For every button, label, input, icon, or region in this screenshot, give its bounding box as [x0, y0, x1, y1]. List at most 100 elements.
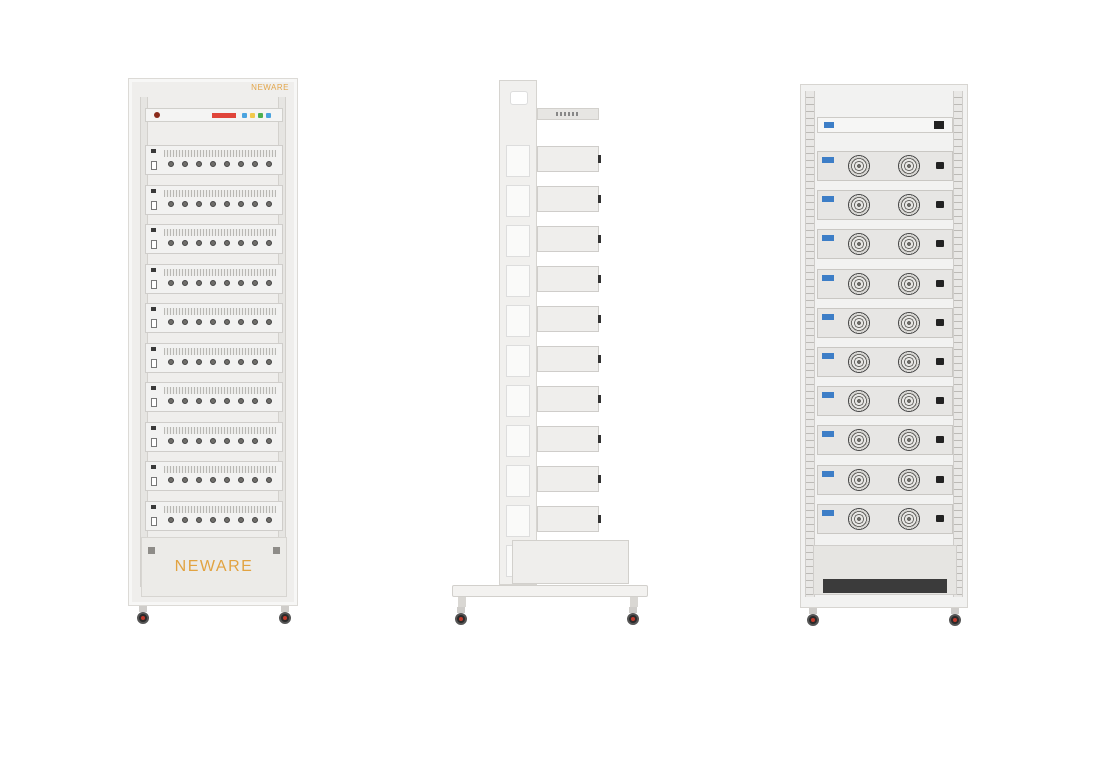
vent-grill: [164, 308, 276, 315]
base-vent: [823, 579, 947, 593]
channel-connector-icon: [224, 398, 230, 404]
vent-grill: [164, 189, 276, 197]
channel-connector-icon: [266, 200, 272, 207]
vent-grill: [164, 229, 276, 236]
cabinet-frame: NEWARE NEWARE: [128, 78, 298, 606]
frame-cutout: [506, 385, 530, 417]
channel-connector-icon: [182, 161, 188, 167]
charger-module-rear: [817, 386, 953, 417]
connector-icon: [822, 196, 834, 203]
fan-icon: [898, 468, 920, 491]
channel-connector-icon: [196, 240, 202, 246]
channel-connector-icon: [252, 398, 258, 404]
leg: [458, 597, 466, 607]
channel-connector-icon: [266, 161, 272, 167]
channel-connector-icon: [182, 437, 188, 444]
vent-grill: [164, 268, 276, 276]
red-display: [212, 113, 236, 118]
charger-module-rear: [817, 347, 953, 377]
control-panel: [145, 108, 283, 122]
charger-module-rear: [817, 307, 953, 338]
channel-connector-icon: [196, 437, 202, 444]
charger-module-rear: [817, 464, 953, 495]
charger-module: [145, 421, 283, 452]
charger-module-side: [537, 466, 601, 492]
channel-connector-icon: [210, 279, 216, 286]
channel-connector-icon: [266, 279, 272, 286]
caster-wheel-icon: [948, 608, 962, 628]
channel-connector-icon: [168, 200, 174, 207]
power-socket-icon: [936, 318, 944, 326]
connector-icon: [822, 392, 834, 399]
handle-slot: [510, 91, 528, 105]
channel-connector-icon: [210, 200, 216, 207]
charger-module-rear: [817, 268, 953, 299]
front-view-cabinet: NEWARE NEWARE: [128, 78, 298, 626]
frame-cutout: [506, 145, 530, 177]
fan-icon: [848, 507, 870, 530]
port-icon: [598, 395, 601, 403]
channel-connector-icon: [238, 279, 244, 286]
channel-connector-icon: [168, 358, 174, 365]
power-switch-icon: [151, 465, 156, 469]
channel-connector-icon: [238, 477, 244, 483]
channel-connector-icon: [266, 319, 272, 325]
charger-module: [145, 342, 283, 373]
fan-icon: [898, 311, 920, 334]
power-socket-icon: [936, 436, 944, 444]
vent-grill: [164, 347, 276, 355]
top-brand-label: NEWARE: [251, 83, 289, 92]
switch-icon: [151, 516, 157, 526]
charger-module: [145, 145, 283, 175]
channel-connector-icon: [252, 437, 258, 444]
rear-control-panel: [817, 117, 953, 133]
caster-wheel-icon: [806, 608, 820, 628]
base-box: [512, 540, 629, 584]
frame-cutout: [506, 345, 530, 377]
switch-icon: [151, 358, 157, 368]
channel-connector-icon: [182, 477, 188, 483]
charger-module: [145, 382, 283, 412]
power-switch-icon: [151, 346, 156, 351]
channel-connector-icon: [182, 516, 188, 523]
top-arm: [537, 108, 599, 120]
caster-wheel-icon: [278, 606, 292, 626]
channel-connector-icon: [224, 358, 230, 365]
channel-connector-icon: [224, 240, 230, 246]
port-icon: [598, 435, 601, 443]
port-icon: [598, 515, 601, 523]
left-rail: [140, 97, 148, 587]
charger-module: [145, 184, 283, 215]
channel-connector-icon: [168, 398, 174, 404]
channel-connector-icon: [224, 319, 230, 325]
vent-grill: [164, 426, 276, 434]
fan-icon: [848, 311, 870, 334]
channel-connector-icon: [252, 240, 258, 246]
caster-wheel-icon: [454, 607, 468, 627]
fan-icon: [848, 429, 870, 452]
indicator-icon: [250, 113, 255, 118]
channel-connector-icon: [196, 358, 202, 365]
fan-icon: [898, 507, 920, 530]
switch-icon: [151, 240, 157, 249]
switch-icon: [151, 477, 157, 486]
channel-connector-icon: [238, 358, 244, 365]
channel-connector-icon: [252, 516, 258, 523]
channel-connector-icon: [266, 516, 272, 523]
channel-connector-icon: [266, 477, 272, 483]
switch-icon: [151, 398, 157, 407]
fan-icon: [848, 233, 870, 256]
vent-grill: [164, 150, 276, 157]
channel-connector-icon: [266, 398, 272, 404]
stand-foot: [452, 585, 648, 597]
port-icon: [598, 155, 601, 163]
charger-module-rear: [817, 503, 953, 534]
connector-icon: [822, 509, 834, 516]
channel-connector-icon: [210, 161, 216, 167]
fan-icon: [848, 468, 870, 491]
fan-icon: [848, 272, 870, 295]
channel-connector-icon: [168, 279, 174, 286]
channel-connector-icon: [182, 240, 188, 246]
frame-cutout: [506, 425, 530, 457]
channel-connector-icon: [252, 279, 258, 286]
